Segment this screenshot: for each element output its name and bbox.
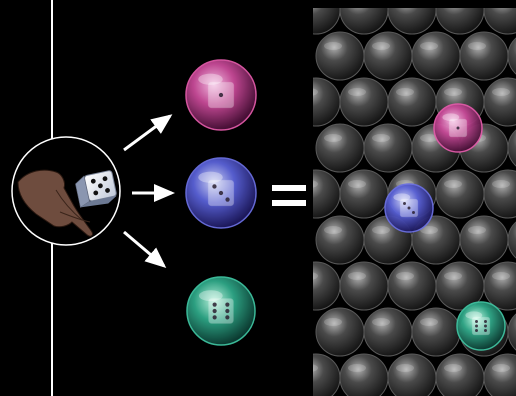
gray-bubble-icon <box>315 215 365 265</box>
pink-bubble-icon <box>185 59 257 131</box>
gray-bubble-icon <box>313 8 341 35</box>
gray-bubble-icon <box>459 215 509 265</box>
bubble-wall <box>313 8 516 396</box>
die-icon <box>399 198 419 218</box>
pink-bubble-icon <box>433 103 483 153</box>
gray-bubble-icon <box>507 221 516 259</box>
gray-bubble-icon <box>339 261 389 311</box>
blue-bubble-icon <box>384 183 434 233</box>
hand-throw-circle <box>11 136 121 246</box>
gray-bubble-icon <box>387 8 437 35</box>
gray-bubble-icon <box>313 77 341 127</box>
gray-bubble-icon <box>483 169 516 219</box>
gray-bubble-icon <box>507 313 516 351</box>
gray-bubble-icon <box>411 307 461 357</box>
gray-bubble-icon <box>459 31 509 81</box>
gray-bubble-icon <box>363 307 413 357</box>
blue-bubble-icon <box>185 157 257 229</box>
gray-bubble-icon <box>411 215 461 265</box>
gray-bubble-icon <box>339 353 389 396</box>
hand-icon <box>17 169 93 237</box>
die-icon <box>471 316 491 336</box>
gray-bubble-icon <box>435 169 485 219</box>
gray-bubble-icon <box>483 77 516 127</box>
gray-bubble-icon <box>363 31 413 81</box>
gray-bubble-icon <box>483 353 516 396</box>
green-bubble-icon <box>456 301 506 351</box>
arrow-icon <box>123 230 167 268</box>
gray-bubble-icon <box>339 169 389 219</box>
gray-bubble-icon <box>313 261 341 311</box>
equals-icon <box>272 185 306 206</box>
gray-bubble-icon <box>387 353 437 396</box>
arrow-icon <box>123 114 173 152</box>
die-icon <box>207 179 235 207</box>
gray-bubble-icon <box>387 77 437 127</box>
gray-bubble-icon <box>507 37 516 75</box>
gray-bubble-icon <box>313 169 341 219</box>
die-icon <box>208 298 234 324</box>
outcome-bubbles <box>185 59 257 346</box>
gray-bubble-icon <box>483 8 516 35</box>
gray-bubble-icon <box>435 261 485 311</box>
die-icon <box>448 118 468 138</box>
gray-bubble-icon <box>435 353 485 396</box>
gray-bubble-icon <box>363 123 413 173</box>
gray-bubble-icon <box>339 8 389 35</box>
gray-bubble-icon <box>315 31 365 81</box>
gray-bubble-icon <box>315 123 365 173</box>
die-icon <box>75 170 117 208</box>
gray-bubble-icon <box>387 261 437 311</box>
gray-bubble-icon <box>313 353 341 396</box>
gray-bubble-icon <box>435 8 485 35</box>
gray-bubble-icon <box>507 129 516 167</box>
green-bubble-icon <box>186 276 256 346</box>
gray-bubble-icon <box>411 31 461 81</box>
gray-bubble-icon <box>483 261 516 311</box>
gray-bubble-icon <box>339 77 389 127</box>
gray-bubble-icon <box>315 307 365 357</box>
die-icon <box>207 81 235 109</box>
